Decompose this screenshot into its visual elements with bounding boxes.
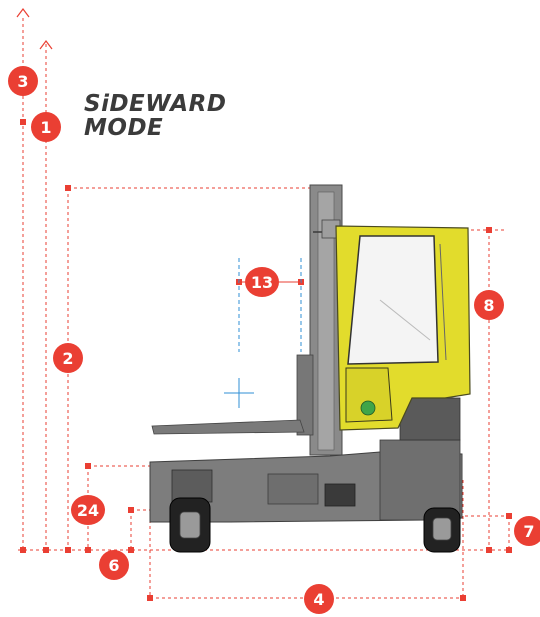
callout-6-badge: 6 xyxy=(99,550,129,580)
fork-carriage xyxy=(296,354,314,436)
dimension-arrowheads xyxy=(16,8,53,50)
green-indicator-icon xyxy=(360,400,376,416)
callout-4-badge: 4 xyxy=(304,584,334,614)
forklift xyxy=(149,184,471,553)
front-wheel xyxy=(169,497,211,553)
rear-wheel xyxy=(423,507,461,553)
callout-13-badge: 13 xyxy=(245,267,279,297)
callout-8-badge: 8 xyxy=(474,290,504,320)
callout-24-badge: 24 xyxy=(71,495,105,525)
callout-2-badge: 2 xyxy=(53,343,83,373)
load-center-guides xyxy=(224,258,302,408)
callout-3-badge: 3 xyxy=(8,66,38,96)
title-line-1: SiDEWARD xyxy=(84,91,227,117)
callout-7-badge: 7 xyxy=(514,516,540,546)
title-line-2: MODE xyxy=(84,115,164,141)
diagram-title: SiDEWARD MODE xyxy=(84,92,226,140)
forks xyxy=(151,419,305,435)
callout-1-badge: 1 xyxy=(31,112,61,142)
